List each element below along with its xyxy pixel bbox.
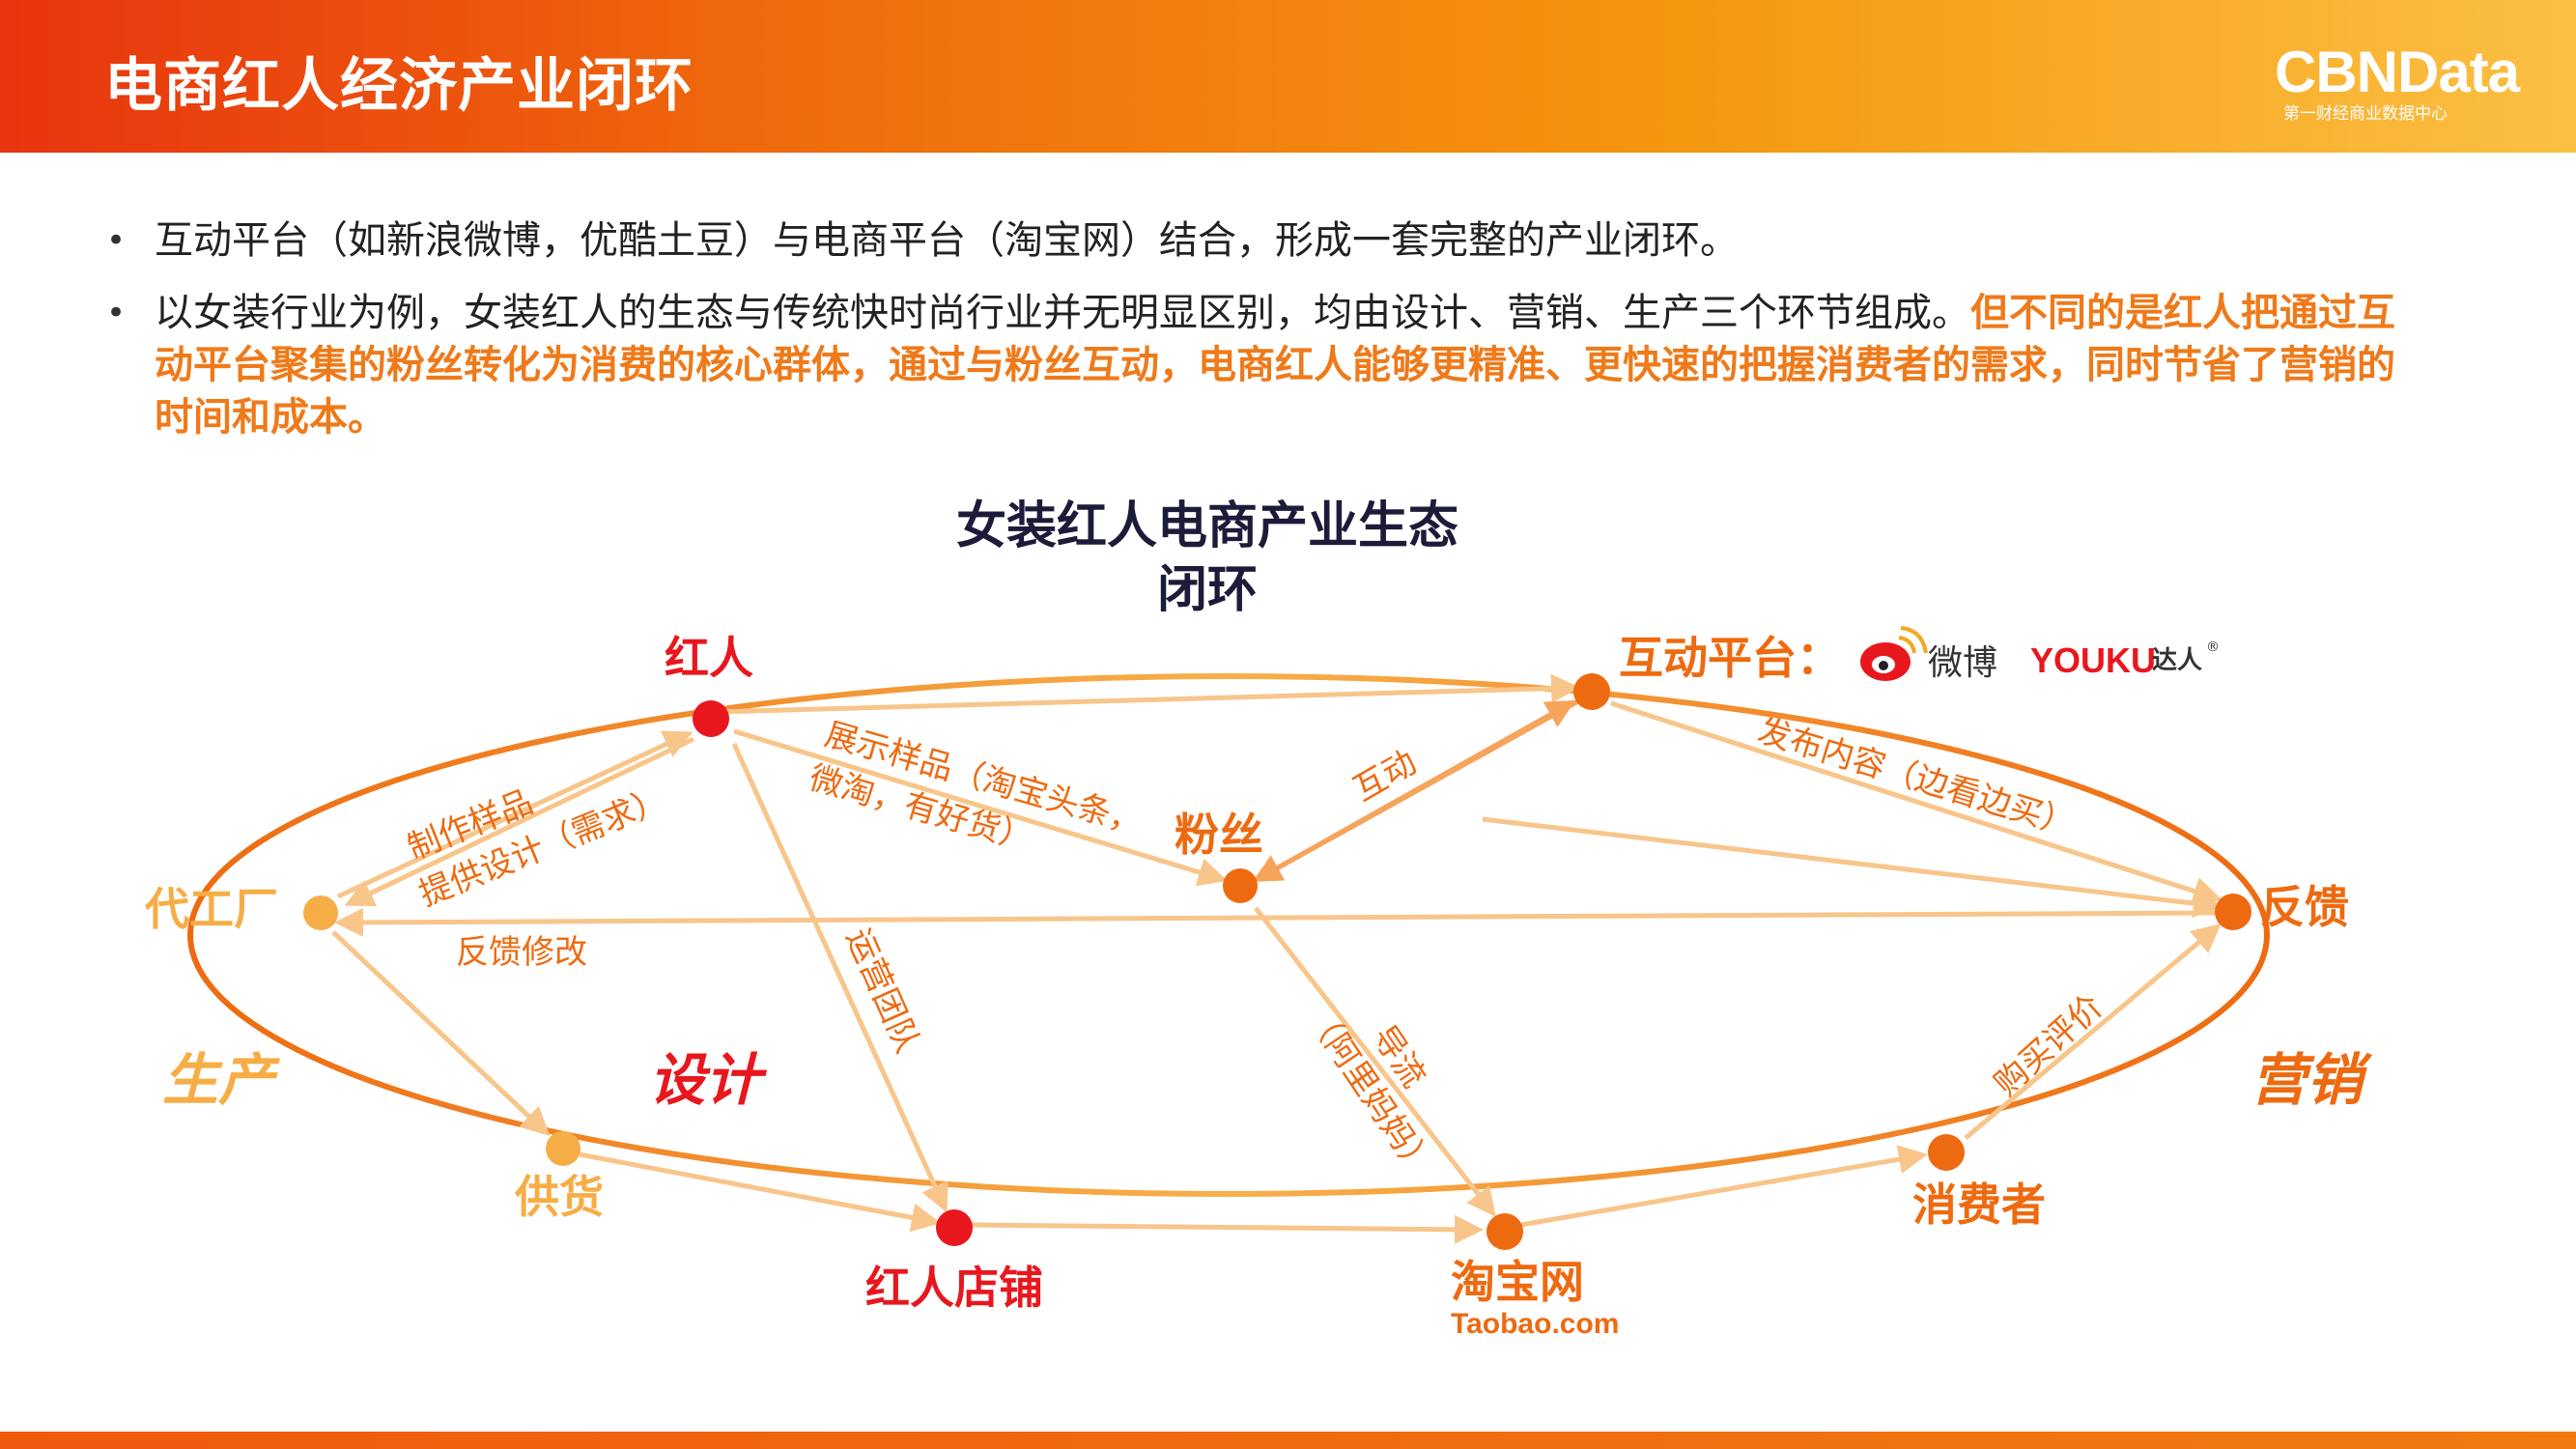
daren-text: 达人 <box>2152 646 2202 675</box>
stage-yingxiao: 营销 <box>2250 1047 2373 1113</box>
header-bar <box>0 0 2576 153</box>
weibo-logo: 微博 <box>1860 626 1997 683</box>
edge-dianpu-taobao <box>965 1214 1484 1244</box>
bullet-1-text: 互动平台（如新浪微博，优酷土豆）与电商平台（淘宝网）结合，形成一套完整的产业闭环… <box>155 218 1739 263</box>
node-hongren-dot <box>693 700 729 737</box>
footer-bar <box>0 1432 2576 1449</box>
bullet-1: • 互动平台（如新浪微博，优酷土豆）与电商平台（淘宝网）结合，形成一套完整的产业… <box>106 214 2415 267</box>
edge-label-yunying: 运营团队 <box>838 923 927 1059</box>
edge-fankui-daigongchang <box>334 907 2218 937</box>
bullet-2-text: 以女装行业为例，女装红人的生态与传统快时尚行业并无明显区别，均由设计、营销、生产… <box>155 291 1970 335</box>
node-dianpu-dot <box>936 1209 973 1246</box>
node-daigongchang-label: 代工厂 <box>144 883 278 935</box>
edge-fensi-taobao <box>1254 906 1496 1217</box>
edge-hudong-fankui <box>1610 700 2222 905</box>
edge-fensi-fankui <box>1482 816 2222 919</box>
diagram-title-line1: 女装红人电商产业生态 <box>955 497 1458 555</box>
weibo-text: 微博 <box>1928 643 1997 683</box>
node-daigongchang-dot <box>303 895 338 930</box>
edge-daigongchang-hongren <box>336 730 694 899</box>
node-dianpu-label: 红人店铺 <box>865 1262 1043 1314</box>
node-xiaofeizhe-label: 消费者 <box>1912 1179 2046 1231</box>
diagram-title-line2: 闭环 <box>1156 561 1258 619</box>
node-fensi-label: 粉丝 <box>1175 809 1263 861</box>
bullet-dot: • <box>106 294 127 332</box>
node-gonghuo-dot <box>546 1131 580 1166</box>
node-gonghuo-label: 供货 <box>515 1171 604 1223</box>
edge-gonghuo-dianpu <box>579 1151 941 1233</box>
stage-shengchan: 生产 <box>162 1047 280 1113</box>
diagram-title: 女装红人电商产业生态 闭环 <box>918 495 1497 622</box>
registered-mark: ® <box>2206 639 2220 655</box>
node-fankui-dot <box>2215 894 2251 930</box>
youku-text: YOUKU <box>2030 640 2156 680</box>
node-hudong-label: 互动平台： <box>1619 632 1841 684</box>
bullet-2: • 以女装行业为例，女装红人的生态与传统快时尚行业并无明显区别，均由设计、营销、… <box>106 287 2415 443</box>
edge-hongren-daigongchang <box>344 736 695 907</box>
edge-fensi-hudong <box>1256 700 1576 882</box>
bullet-dot: • <box>106 221 127 260</box>
node-taobao-label: 淘宝网 <box>1451 1256 1584 1308</box>
node-xiaofeizhe-dot <box>1928 1134 1965 1171</box>
taobao-sublabel: Taobao.com <box>1451 1308 1619 1340</box>
cbndata-logo: CBNData <box>2275 40 2520 104</box>
edge-daigongchang-gonghuo <box>331 930 551 1137</box>
edge-xiaofeizhe-fankui <box>1964 923 2222 1140</box>
edge-label-goumai: 购买评价 <box>1987 987 2110 1104</box>
edge-hongren-dianpu <box>731 742 948 1213</box>
node-fankui-label: 反馈 <box>2260 881 2349 933</box>
node-fensi-dot <box>1223 868 1258 903</box>
edge-taobao-xiaofeizhe <box>1520 1145 1928 1228</box>
stage-sheji: 设计 <box>649 1047 768 1113</box>
edge-label-fankuixiugai: 反馈修改 <box>456 933 587 972</box>
edge-hongren-hudong <box>716 673 1580 715</box>
edge-label-daoliu-2: （阿里妈妈） <box>1299 1000 1441 1184</box>
node-hudong-dot <box>1573 673 1610 710</box>
youku-logo: YOUKU 达人 ® <box>2030 639 2220 680</box>
loop-ellipse <box>187 673 2270 1197</box>
edge-label-hudong: 互动 <box>1347 743 1424 810</box>
cbndata-logo-subtitle: 第一财经商业数据中心 <box>2283 104 2448 124</box>
edge-label-fabu: 发布内容（边看边买） <box>1753 711 2079 844</box>
edge-hongren-fensi <box>733 728 1228 887</box>
node-taobao-dot <box>1486 1213 1523 1250</box>
page-title: 电商红人经济产业闭环 <box>104 52 694 120</box>
bullet-2-highlight: 但不同的是红人把通过互动平台聚集的粉丝转化为消费的核心群体，通过与粉丝互动，电商… <box>155 291 2395 440</box>
node-hongren-label: 红人 <box>665 632 753 684</box>
